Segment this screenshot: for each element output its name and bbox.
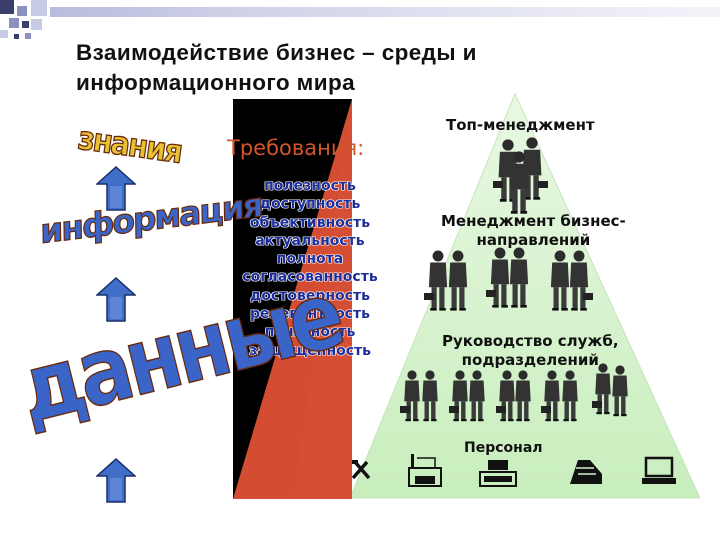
requirement-item: понятность	[264, 324, 356, 341]
up-arrow-icon	[96, 458, 136, 503]
corner-square	[17, 6, 27, 16]
requirement-item: согласованность	[242, 269, 378, 286]
personnel-icons	[351, 454, 676, 487]
requirement-item: защищенность	[248, 342, 372, 359]
cash-register-icon	[479, 460, 517, 487]
level-label: подразделений	[461, 351, 599, 369]
factory-icon	[408, 454, 442, 487]
corner-square	[0, 0, 14, 14]
title-line-1: Взаимодействие бизнес – среды и	[76, 40, 477, 65]
wordart-information: информация	[39, 184, 263, 252]
requirements-heading: Требования:	[227, 136, 365, 160]
title-line-2: информационного мира	[76, 70, 355, 95]
printer-icon	[570, 460, 602, 484]
level-personnel: Персонал	[464, 440, 543, 456]
top-management-people	[493, 137, 548, 214]
corner-square	[31, 19, 42, 30]
corner-square	[0, 30, 8, 38]
corner-square	[9, 18, 19, 28]
level-business-management: Менеджмент бизнес- направлений	[441, 212, 626, 250]
level-label: направлений	[476, 231, 591, 249]
requirement-item: актуальность	[255, 232, 365, 249]
level-department-management: Руководство служб, подразделений	[442, 332, 619, 370]
requirement-item: полезность	[264, 178, 356, 194]
up-arrow-icon	[96, 277, 136, 322]
computer-icon	[642, 456, 676, 484]
up-arrow-icon	[96, 166, 136, 211]
header-rule	[50, 7, 720, 17]
requirement-item: полнота	[276, 251, 344, 268]
requirement-item: достоверность	[250, 287, 370, 304]
level-label: Менеджмент бизнес-	[441, 212, 626, 230]
level-label: Персонал	[464, 440, 543, 456]
requirement-item: объективность	[249, 214, 371, 231]
corner-square	[14, 34, 19, 39]
slide-title: Взаимодействие бизнес – среды и информац…	[76, 38, 636, 98]
corner-square	[22, 21, 29, 28]
department-management-people	[400, 363, 628, 422]
red-triangle	[233, 99, 352, 499]
people-figures	[400, 137, 628, 422]
requirements-list: полезность доступность объективность акт…	[232, 177, 388, 360]
level-label: Руководство служб,	[442, 332, 619, 350]
corner-square	[25, 33, 31, 39]
tools-icon	[351, 460, 371, 480]
requirement-item: доступность	[259, 196, 361, 213]
level-label: Топ-менеджмент	[446, 116, 595, 134]
business-management-people	[424, 247, 593, 311]
corner-square	[31, 0, 47, 16]
requirement-item: релевантность	[250, 306, 370, 323]
wordart-knowledge: знания	[75, 118, 184, 171]
level-top-management: Топ-менеджмент	[446, 116, 595, 134]
